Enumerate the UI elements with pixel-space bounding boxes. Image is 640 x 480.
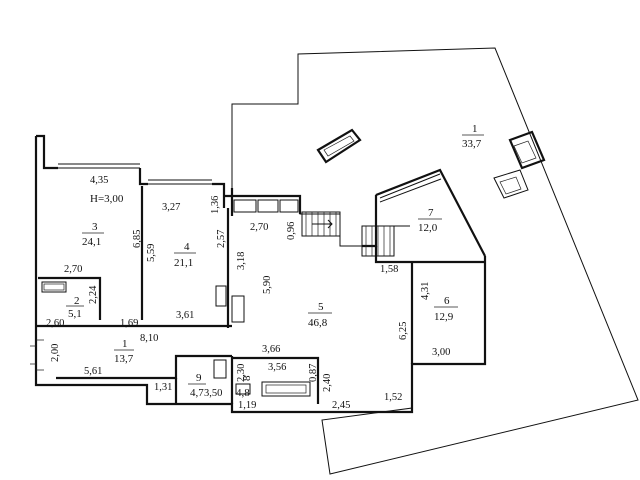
dim-2-40: 2,40 [322, 374, 333, 392]
wall-bay-top [375, 168, 486, 257]
dim-4-35: 4,35 [90, 175, 108, 186]
dim-2-70-room2: 2,70 [64, 264, 82, 275]
room-6-area: 12,9 [434, 311, 454, 323]
dim-2-57: 2,57 [216, 230, 227, 248]
window-top-room3 [58, 163, 140, 169]
outer-wall-top-left [36, 134, 58, 170]
dim-0-87: 0,87 [308, 364, 319, 382]
window-top-room4 [148, 179, 212, 185]
bathtub-room2 [41, 281, 67, 293]
room-9-area: 4,7 [190, 387, 204, 399]
outer-wall-left [34, 136, 487, 414]
cabinet-room5-a [233, 199, 257, 213]
dim-2-70-top: 2,70 [250, 222, 268, 233]
cabinet-room5-c [279, 199, 299, 213]
dim-1-19: 1,19 [238, 400, 256, 411]
sink-room2 [43, 283, 65, 291]
wall-hall-bottom [56, 354, 232, 380]
room-2-number: 2 [74, 295, 80, 307]
dim-6-25: 6,25 [398, 322, 409, 340]
wall-top-room5 [232, 194, 302, 214]
dim-8-10: 8,10 [140, 333, 158, 344]
wall-ticks [30, 339, 44, 371]
dim-4-31: 4,31 [420, 282, 431, 300]
toilet-room9 [213, 359, 227, 379]
room-7-area: 12,0 [418, 222, 438, 234]
dim-3-18: 3,18 [236, 252, 247, 270]
wall-bay-left [362, 195, 378, 248]
stairs-upper [301, 211, 341, 237]
dim-3-27: 3,27 [162, 202, 180, 213]
dim-2-45: 2,45 [332, 400, 350, 411]
dim-1-69: 1,69 [120, 318, 138, 329]
room-9-number: 9 [196, 372, 202, 384]
dim-3-56: 3,56 [268, 362, 286, 373]
wall-room2 [38, 276, 102, 320]
labels: H=3,00 1 33,7 3 24,1 4 21,1 2 5,1 1 13,7… [46, 123, 484, 411]
dim-1-58: 1,58 [380, 264, 398, 275]
bath-room8 [261, 381, 311, 397]
wall-room7-room5 [374, 246, 412, 264]
dim-3-66: 3,66 [262, 344, 280, 355]
dim-2-24: 2,24 [88, 285, 99, 304]
room-7-number: 7 [428, 207, 434, 219]
dim-1-52: 1,52 [384, 392, 402, 403]
wardrobe-room4 [215, 285, 227, 307]
stairs-lower [361, 225, 410, 257]
terrace-chimney [493, 130, 546, 199]
window-bay [379, 173, 442, 203]
wall-room8 [230, 356, 320, 404]
dim-5-90: 5,90 [262, 276, 273, 294]
dim-5-59: 5,59 [146, 244, 157, 262]
room-4-number: 4 [184, 241, 190, 253]
room-8-area: 4,8 [236, 387, 250, 399]
terrace-skylight [316, 128, 362, 164]
height-label: H=3,00 [90, 193, 124, 205]
dim-2-30: 2,30 [236, 364, 247, 382]
room-terrace-number: 1 [472, 123, 478, 135]
room-2-area: 5,1 [68, 308, 82, 320]
room-3-area: 24,1 [82, 236, 101, 248]
room-1-area: 13,7 [114, 353, 134, 365]
bath-inner-room8 [265, 384, 307, 394]
room-5-area: 46,8 [308, 317, 328, 329]
dim-5-61: 5,61 [84, 366, 102, 377]
dim-6-85: 6,85 [132, 230, 143, 248]
room-4-area: 21,1 [174, 257, 193, 269]
cabinet-room5-b [257, 199, 279, 213]
dim-1-36: 1,36 [210, 196, 221, 214]
wall-top-mid [138, 168, 148, 186]
room-6-number: 6 [444, 295, 450, 307]
dim-3-00: 3,00 [432, 347, 450, 358]
wall-top-room4-right [212, 182, 226, 208]
sink-room8 [235, 383, 251, 395]
dim-1-31: 1,31 [154, 382, 172, 393]
room-1-number: 1 [122, 338, 128, 350]
wardrobe-room5 [231, 295, 245, 323]
room-5-number: 5 [318, 301, 324, 313]
room-8-number: 8 [241, 375, 253, 381]
room-3-number: 3 [92, 221, 98, 233]
dim-2-00: 2,00 [50, 344, 61, 362]
dim-3-50: 3,50 [204, 388, 222, 399]
dim-2-60: 2,60 [46, 318, 64, 329]
dim-3-61: 3,61 [176, 310, 194, 321]
room-terrace-area: 33,7 [462, 138, 482, 150]
dim-0-96: 0,96 [286, 222, 297, 240]
